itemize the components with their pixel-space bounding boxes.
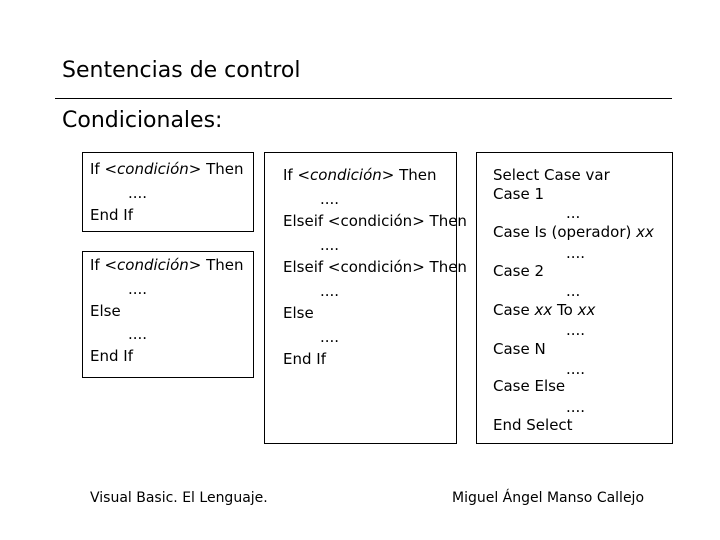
code-line-dots: ....	[566, 360, 586, 378]
code-line-end-select: End Select	[493, 416, 573, 434]
code-line-dots: ....	[320, 190, 340, 208]
footer-right: Miguel Ángel Manso Callejo	[452, 490, 645, 506]
code-line-dots: ....	[320, 328, 340, 346]
code-line-case-to: Case xx To xx	[493, 301, 596, 319]
code-line-if: If <condición> Then	[90, 162, 244, 177]
placeholder-xx: xx	[534, 301, 553, 319]
code-line-else: Else	[283, 304, 314, 322]
keyword-then: Then	[201, 256, 244, 274]
code-line-dots: ....	[320, 236, 340, 254]
keyword-then: Then	[201, 160, 244, 178]
code-line-case: Case 1	[493, 185, 545, 203]
code-line-dots: ...	[566, 282, 581, 300]
footer-left: Visual Basic. El Lenguaje.	[90, 490, 268, 506]
placeholder-xx: xx	[636, 223, 654, 241]
code-line-end-if: End If	[90, 347, 133, 365]
code-line-dots: ....	[566, 398, 586, 416]
keyword-then: Then	[394, 166, 437, 184]
code-line-dots: ....	[128, 184, 148, 202]
code-box-select-case	[476, 152, 673, 444]
code-line-case-else: Case Else	[493, 377, 566, 395]
condition-placeholder: <condición>	[297, 166, 395, 184]
code-line-dots: ....	[566, 244, 586, 262]
code-line-else: Else	[90, 302, 121, 320]
code-box-if-else	[82, 251, 254, 378]
keyword-if: If	[90, 160, 105, 178]
code-line-dots: ...	[566, 204, 581, 222]
code-line-dots: ....	[128, 325, 148, 343]
code-line-end-if: End If	[283, 350, 326, 368]
code-line-case: Case 2	[493, 262, 545, 280]
keyword-if: If	[283, 166, 298, 184]
condition-placeholder: <condición>	[104, 160, 202, 178]
condition-placeholder: <condición>	[104, 256, 202, 274]
code-line-case: Case N	[493, 340, 546, 358]
code-line-dots: ....	[128, 280, 148, 298]
code-line-case-is: Case Is (operador) xx	[493, 223, 654, 241]
slide-subtitle: Condicionales:	[62, 108, 223, 133]
code-box-if-elseif	[264, 152, 457, 444]
code-line-if: If <condición> Then	[90, 258, 244, 273]
code-line-elseif: Elseif <condición> Then	[283, 258, 467, 276]
code-line-dots: ....	[320, 282, 340, 300]
code-line-select: Select Case var	[493, 166, 610, 184]
code-line-elseif: Elseif <condición> Then	[283, 212, 467, 230]
title-divider	[55, 98, 672, 99]
keyword-if: If	[90, 256, 105, 274]
code-box-if-simple	[82, 152, 254, 232]
slide-title: Sentencias de control	[62, 58, 301, 83]
code-line-end-if: End If	[90, 206, 133, 224]
code-line-dots: ....	[566, 321, 586, 339]
code-line-if: If <condición> Then	[283, 168, 437, 183]
placeholder-xx: xx	[577, 301, 596, 319]
